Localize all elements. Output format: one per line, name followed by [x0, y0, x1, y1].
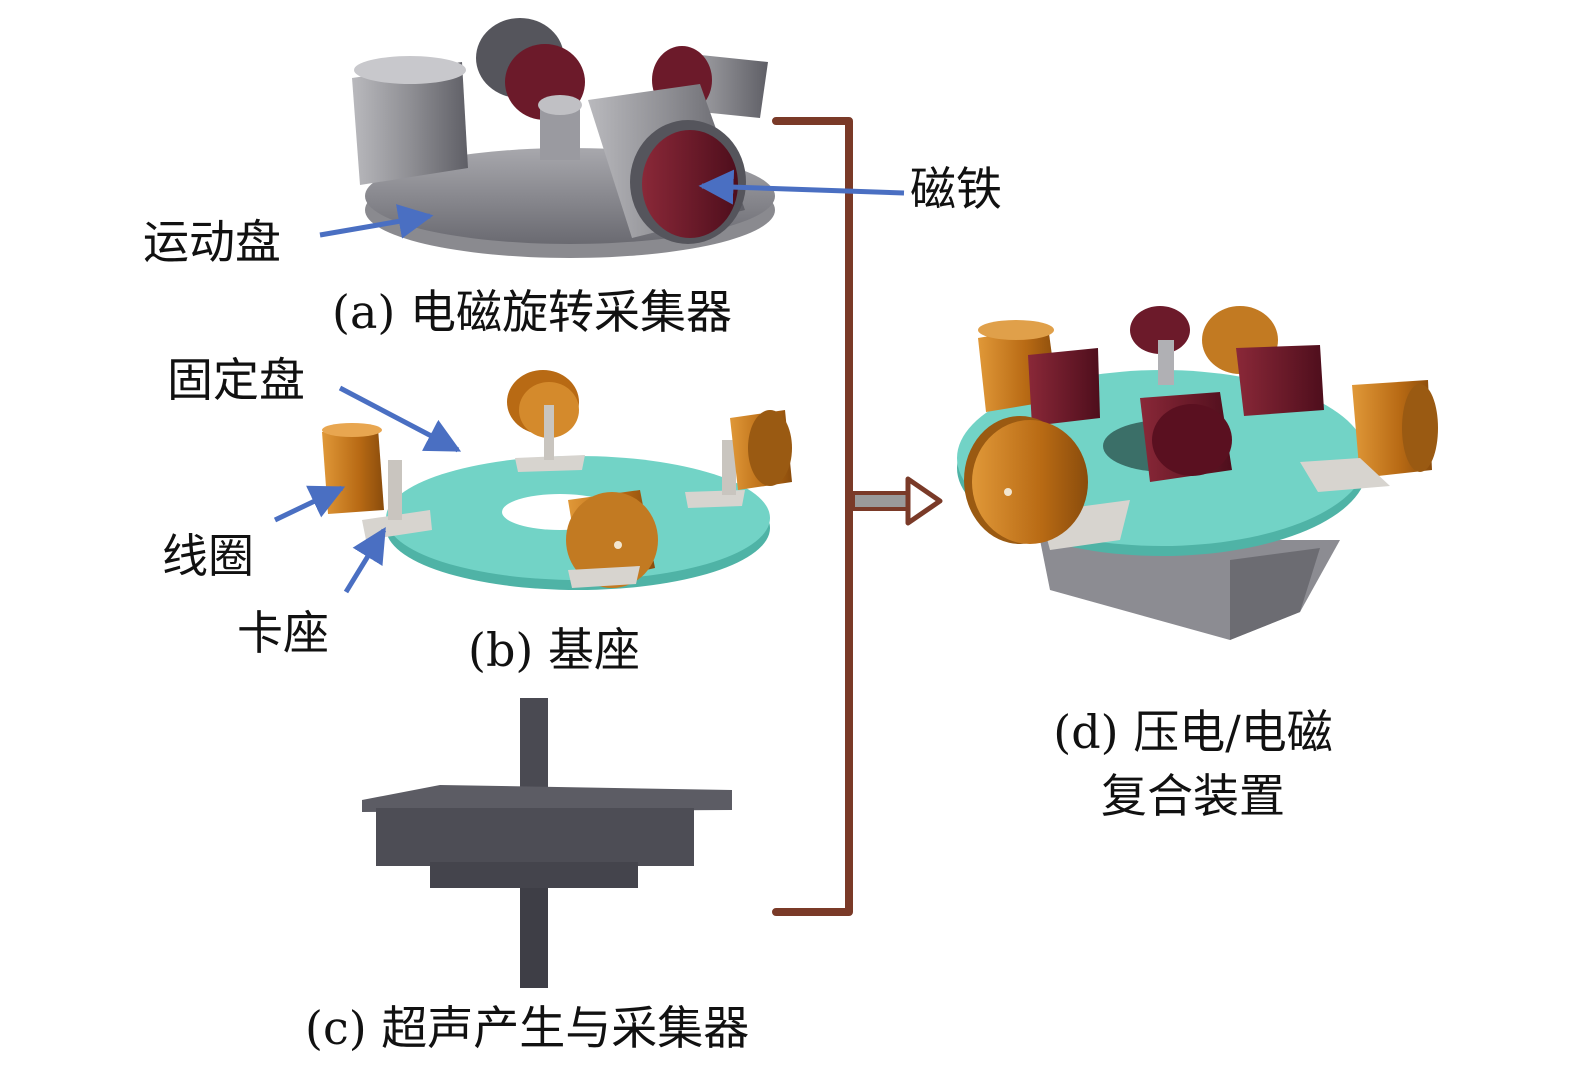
- moving-disk-pointer-arrow: [319, 204, 434, 239]
- clamp-seat-label: 卡座: [237, 606, 329, 660]
- moving-disk-label: 运动盘: [143, 215, 281, 269]
- composite-device-illustration: [957, 306, 1438, 640]
- caption-c: (c) 超声产生与采集器: [305, 1001, 750, 1055]
- fixed-disk-pointer-arrow: [338, 385, 462, 453]
- coil-pointer-arrow: [273, 485, 346, 523]
- caption-d-line2: 复合装置: [1101, 769, 1285, 823]
- caption-d-line1: (d) 压电/电磁: [1053, 705, 1333, 759]
- fixed-disk-label: 固定盘: [167, 353, 305, 407]
- clamp-seat-pointer-arrow: [343, 527, 387, 594]
- assembly-arrow: [851, 476, 943, 526]
- ultrasonic-generator-illustration: [362, 698, 732, 988]
- magnet-label: 磁铁: [910, 162, 1002, 216]
- coil: [322, 423, 384, 514]
- rotary-harvester-illustration: [352, 18, 775, 258]
- caption-a: (a) 电磁旋转采集器: [332, 285, 732, 339]
- coil-label: 线圈: [162, 529, 254, 583]
- magnet-pointer-arrow: [698, 169, 905, 205]
- caption-b: (b) 基座: [468, 623, 640, 677]
- assembly-bracket: [772, 117, 853, 916]
- base-illustration: [322, 370, 792, 590]
